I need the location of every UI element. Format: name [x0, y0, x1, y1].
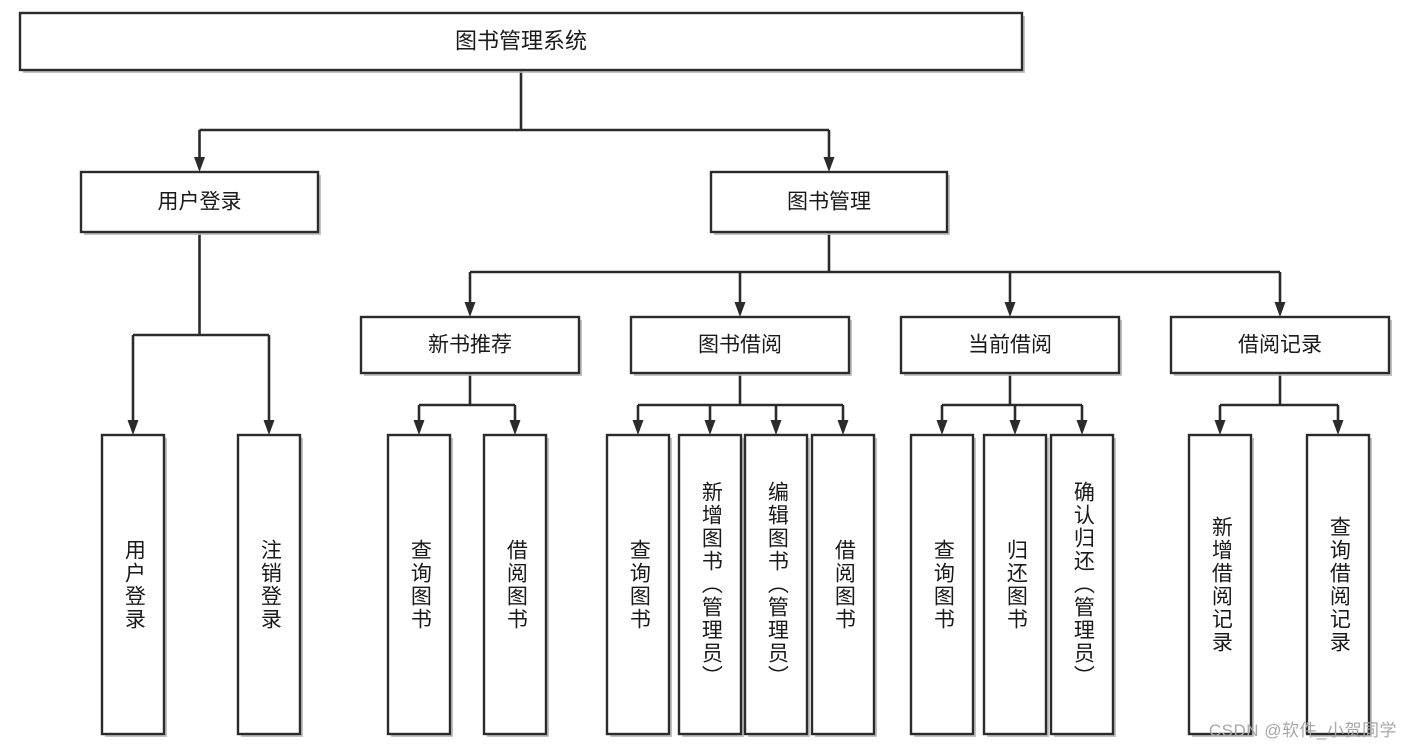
node-label: 新书推荐 — [428, 334, 512, 357]
watermark: CSDN @软件_小贺同学 — [1208, 721, 1397, 740]
connector-group-book-borrow — [632, 373, 849, 435]
node-new-book-rec[interactable]: 新书推荐 — [359, 315, 582, 376]
node-leaf-return-book[interactable] — [982, 433, 1049, 737]
node-leaf-query-current[interactable] — [909, 433, 976, 737]
node-label: 用户登录 — [158, 191, 242, 214]
connector-group-current-borrow — [936, 373, 1088, 435]
node-leaf-query-book[interactable] — [605, 433, 672, 737]
node-leaf-add-book[interactable] — [677, 433, 744, 737]
node-label: 图书借阅 — [698, 334, 782, 357]
connector-group-borrow-record — [1214, 373, 1344, 435]
node-label: 图书管理 — [787, 191, 871, 214]
node-borrow-record[interactable]: 借阅记录 — [1169, 315, 1392, 376]
node-leaf-query-record[interactable] — [1305, 433, 1372, 737]
node-book-manage[interactable]: 图书管理 — [709, 170, 950, 235]
connector-group-user-login — [127, 232, 275, 435]
node-current-borrow[interactable]: 当前借阅 — [899, 315, 1122, 376]
node-label: 图书管理系统 — [455, 28, 587, 53]
node-leaf-query-book-rec[interactable] — [386, 433, 453, 737]
node-leaf-edit-book[interactable] — [743, 433, 810, 737]
connector-group-new-book-rec — [413, 373, 521, 435]
connector-group-book-manage — [464, 232, 1286, 317]
node-user-login[interactable]: 用户登录 — [79, 170, 321, 235]
node-leaf-borrow-book[interactable] — [810, 433, 877, 737]
node-label: 当前借阅 — [968, 334, 1052, 357]
node-leaf-confirm-return[interactable] — [1049, 433, 1116, 737]
node-book-borrow[interactable]: 图书借阅 — [629, 315, 852, 376]
node-label: 借阅记录 — [1238, 334, 1322, 357]
node-leaf-borrow-book-rec[interactable] — [482, 433, 549, 737]
node-leaf-logout[interactable] — [236, 433, 303, 737]
node-leaf-user-login[interactable] — [100, 433, 167, 737]
node-leaf-add-record[interactable] — [1187, 433, 1254, 737]
connectors-layer — [127, 70, 1344, 435]
node-root[interactable]: 图书管理系统 — [18, 11, 1025, 73]
connector-group-root — [194, 70, 835, 172]
